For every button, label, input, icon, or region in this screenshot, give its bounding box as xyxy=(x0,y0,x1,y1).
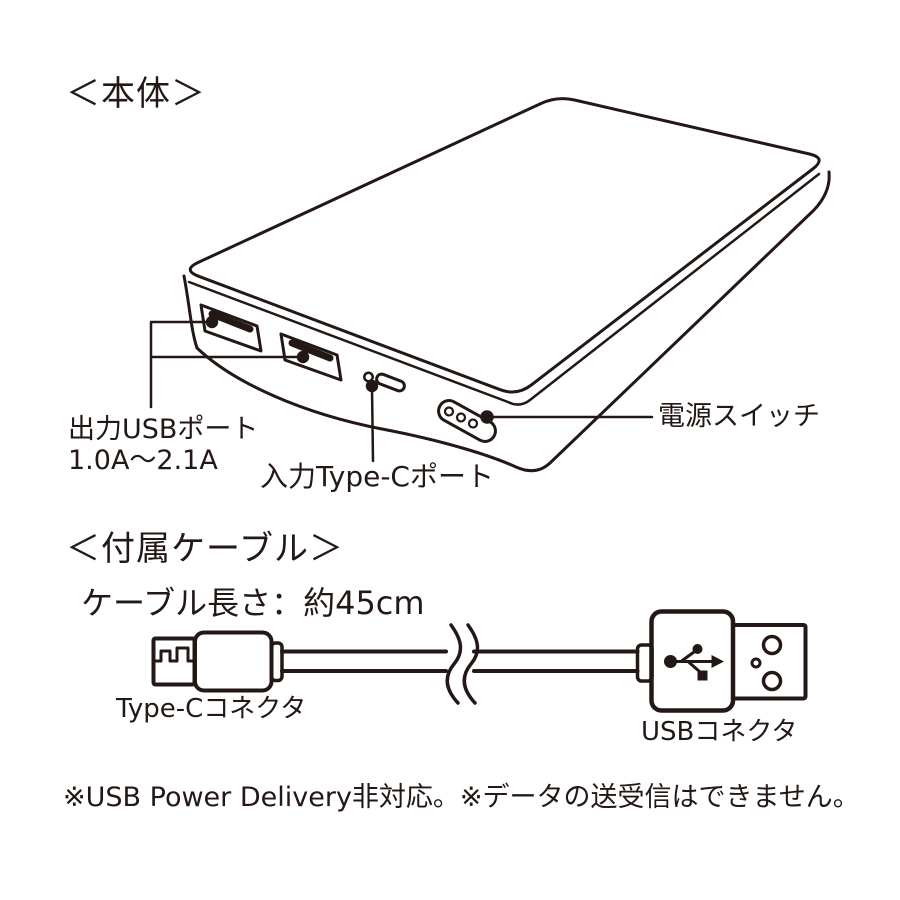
usb-trident-icon xyxy=(664,644,724,681)
usb-plug-hole-bottom xyxy=(761,670,783,692)
usb-out-label-line1: 出力USBポート xyxy=(68,414,259,445)
type-c-plug-contacts xyxy=(152,646,197,663)
type-c-plug-body xyxy=(193,630,274,693)
footnote-text: ※USB Power Delivery非対応。※データの送受信はできません。 xyxy=(63,782,860,813)
body-top-face xyxy=(188,97,821,394)
type-c-in-label: 入力Type-Cポート xyxy=(260,460,494,493)
power-switch-label: 電源スイッチ xyxy=(658,401,820,432)
usb-port-2-slot xyxy=(288,339,334,362)
cable-break-mark xyxy=(445,623,480,705)
type-c-plug-collar xyxy=(269,641,284,683)
callout-lines xyxy=(149,315,654,463)
usb-out-bracket xyxy=(149,320,305,409)
usb-port-2 xyxy=(279,332,343,382)
usb-out-anchor-1 xyxy=(205,315,219,329)
cable-length-label: ケーブル長さ：約45cm xyxy=(81,584,425,622)
usb-connector-label: USBコネクタ xyxy=(641,717,798,747)
trident-arrow xyxy=(711,655,724,668)
power-switch-dot-3 xyxy=(467,418,479,429)
type-c-anchor xyxy=(365,379,379,393)
type-c-port xyxy=(375,372,406,393)
cable-wire-left xyxy=(280,649,448,673)
usb-plug-hole-small xyxy=(750,657,762,669)
trident-circle-end xyxy=(692,644,703,654)
body-rim-line xyxy=(187,172,821,406)
body-side-outline xyxy=(182,170,831,473)
cable-wire-right xyxy=(472,649,640,673)
trident-square-end xyxy=(697,670,708,681)
power-switch-dot-1 xyxy=(443,406,455,417)
power-switch-dot-2 xyxy=(455,412,467,423)
section-title-cable: ＜付属ケーブル＞ xyxy=(66,529,344,569)
power-switch xyxy=(437,399,497,443)
section-title-body: ＜本体＞ xyxy=(66,74,206,114)
trident-lines xyxy=(668,649,715,673)
usb-plug-hole-top xyxy=(761,634,783,656)
switch-anchor xyxy=(480,410,494,424)
cable-illustration xyxy=(151,609,808,713)
type-c-leader xyxy=(370,386,375,463)
usb-plug-metal xyxy=(731,623,808,701)
usb-out-anchor-2 xyxy=(296,350,310,364)
usb-port-1-slot xyxy=(208,310,254,333)
usb-out-label-line2: 1.0A〜2.1A xyxy=(68,445,218,476)
type-c-connector-label: Type-Cコネクタ xyxy=(116,694,307,724)
powerbank-illustration xyxy=(182,97,831,473)
